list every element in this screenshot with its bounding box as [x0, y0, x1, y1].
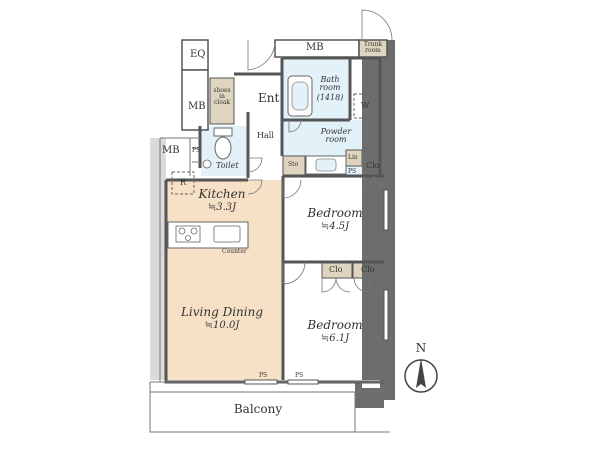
- kitchen-name: Kitchen: [198, 187, 246, 201]
- stove-icon: [175, 225, 201, 243]
- trunk-room-label: Trunk room: [363, 41, 383, 54]
- hall-label: Hall: [257, 131, 274, 140]
- shoes-cloak-label: shoes in cloak: [213, 87, 231, 106]
- r-label: R: [180, 178, 187, 187]
- shoes-cloak: [209, 77, 235, 125]
- living-area: ≒10.0J: [204, 320, 240, 331]
- toilet-bowl-icon: [214, 136, 232, 160]
- sto-label: Sto: [288, 161, 299, 168]
- bedroom2-name: Bedroom: [307, 318, 363, 332]
- ps-bottom-right-label: PS: [295, 372, 304, 379]
- burner-2: [190, 227, 198, 235]
- bedroom1-area: ≒4.5J: [320, 221, 350, 232]
- toilet-label: Toilet: [216, 161, 239, 170]
- bathtub-inner: [291, 81, 309, 111]
- mb-left-box: [181, 69, 209, 131]
- entrance-label: Ent: [258, 91, 280, 105]
- counter-label: Counter: [222, 248, 247, 255]
- fridge-icon: [171, 171, 195, 195]
- basin-inner: [315, 158, 337, 172]
- bath-room-name: Bath room: [319, 75, 341, 92]
- ps-powder-label: PS: [348, 168, 357, 175]
- mb-top-label: MB: [306, 42, 324, 53]
- toilet-sink-icon: [202, 159, 212, 169]
- compass-north-label: N: [415, 341, 427, 355]
- outer-wall-left: [150, 138, 166, 380]
- kitchen-area: ≒3.3J: [207, 202, 237, 213]
- washer-icon: [353, 93, 377, 119]
- living-kitchen-floor: [166, 180, 282, 380]
- compass-arrow-icon: [416, 358, 426, 388]
- ps-left-label: PS: [192, 147, 201, 154]
- sink-icon: [213, 225, 241, 243]
- powder-room-label: Powder room: [320, 127, 352, 144]
- balcony-label: Balcony: [233, 402, 283, 416]
- clo-left-label: Clo: [329, 265, 343, 274]
- eq-label: EQ: [190, 49, 206, 60]
- burner-1: [178, 227, 186, 235]
- clo-top-label: Clo: [366, 161, 380, 170]
- mb-left-label: MB: [188, 101, 206, 112]
- doors: [247, 9, 393, 293]
- bath-room-size: (1418): [316, 93, 344, 102]
- bedroom1-name: Bedroom: [307, 206, 363, 220]
- bedroom2-area: ≒6.1J: [320, 333, 350, 344]
- w-label: W: [361, 101, 370, 110]
- burner-3: [185, 235, 191, 241]
- windows: [244, 189, 389, 385]
- lin-label: Lin: [348, 154, 358, 161]
- ps-bottom-left-label: PS: [259, 372, 268, 379]
- toilet-tank-icon: [213, 127, 233, 137]
- hall-floor: [248, 110, 282, 180]
- living-name: Living Dining: [180, 305, 264, 319]
- entrance-floor: [234, 74, 282, 112]
- clo-right-label: Clo: [361, 265, 375, 274]
- mb-lower-label: MB: [162, 145, 180, 156]
